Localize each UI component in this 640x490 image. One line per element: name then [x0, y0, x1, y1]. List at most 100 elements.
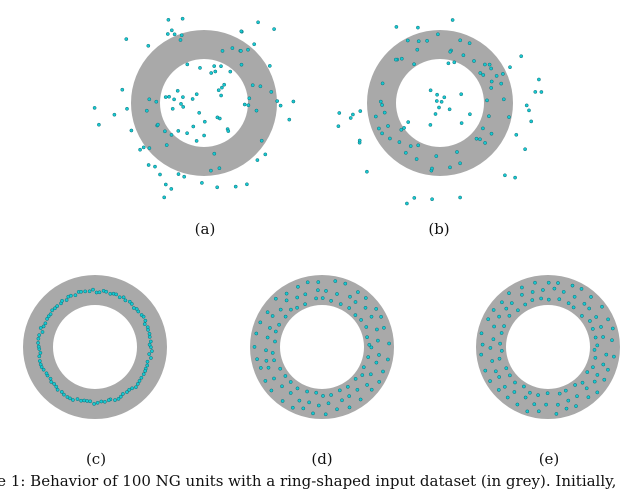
ng-unit-marker [353, 377, 358, 381]
ng-unit-marker [230, 46, 235, 50]
ng-unit-marker [239, 29, 244, 34]
ring-dataset [367, 30, 513, 176]
ng-unit-marker [209, 168, 213, 173]
ng-unit-marker [284, 291, 289, 296]
ng-unit-marker [202, 119, 207, 124]
ng-unit-marker [163, 95, 168, 99]
ng-unit-marker [584, 386, 589, 391]
ng-unit-marker [570, 283, 575, 288]
ng-unit-marker [588, 319, 592, 323]
ng-unit-marker [587, 306, 592, 311]
ng-unit-marker [165, 32, 170, 36]
ng-unit-marker [488, 379, 492, 383]
ng-unit-marker [483, 62, 487, 67]
ng-unit-marker [442, 95, 447, 100]
ng-unit-marker [316, 288, 320, 293]
ng-unit-marker [139, 375, 144, 380]
ng-unit-marker [141, 372, 146, 377]
ng-unit-marker [507, 115, 511, 119]
ng-unit-marker [154, 99, 159, 104]
ng-unit-marker [593, 335, 598, 340]
ng-unit-marker [502, 384, 507, 389]
ng-unit-marker [425, 38, 429, 43]
ng-unit-marker [348, 294, 352, 299]
ng-unit-marker [378, 99, 383, 104]
ng-unit-marker [247, 96, 252, 101]
ng-unit-marker [499, 81, 504, 86]
ng-unit-marker [217, 116, 222, 121]
ng-unit-marker [112, 112, 117, 117]
ng-unit-marker [138, 147, 142, 152]
ng-unit-marker [121, 295, 126, 300]
ng-unit-marker [415, 47, 420, 52]
ng-unit-marker [278, 103, 283, 108]
ng-unit-marker [412, 62, 416, 67]
ng-unit-marker [52, 382, 57, 386]
ng-unit-marker [556, 281, 560, 285]
ng-unit-marker [102, 399, 107, 404]
ng-unit-marker [505, 395, 510, 400]
ng-unit-marker [566, 301, 571, 306]
ng-unit-marker [494, 74, 499, 78]
ng-unit-marker [191, 124, 196, 129]
ng-unit-marker [595, 373, 600, 377]
ng-unit-marker [156, 122, 160, 127]
ng-unit-marker [209, 71, 214, 75]
ng-unit-marker [228, 69, 233, 74]
ng-unit-marker [252, 345, 257, 349]
ng-unit-marker [143, 318, 148, 323]
ng-unit-marker [527, 108, 531, 113]
ng-unit-marker [255, 357, 259, 362]
ng-unit-marker [37, 333, 42, 337]
ng-unit-marker [554, 412, 559, 416]
ng-unit-marker [501, 72, 505, 76]
ng-unit-marker [351, 112, 355, 117]
ng-unit-marker [219, 93, 223, 98]
ng-unit-marker [106, 398, 111, 403]
ng-unit-marker [178, 38, 183, 42]
ng-unit-marker [269, 388, 274, 393]
ng-unit-marker [215, 185, 220, 190]
ng-unit-marker [363, 296, 368, 300]
ng-unit-marker [606, 317, 610, 322]
ng-unit-marker [167, 94, 171, 99]
ng-unit-marker [369, 387, 374, 392]
ng-unit-marker [374, 360, 379, 365]
ng-unit-marker [335, 292, 339, 296]
ng-unit-marker [239, 49, 243, 53]
ng-unit-marker [489, 66, 493, 71]
ng-unit-marker [254, 331, 259, 336]
ng-unit-marker [513, 175, 517, 180]
ng-unit-marker [478, 137, 482, 142]
ng-unit-marker [412, 196, 417, 200]
ng-unit-marker [163, 129, 167, 134]
ng-unit-marker [172, 97, 176, 102]
ng-unit-marker [582, 301, 587, 306]
panel-d-label: (d) [311, 450, 333, 468]
ng-unit-marker [144, 108, 149, 113]
ng-unit-marker [467, 41, 472, 46]
ng-unit-marker [239, 62, 244, 67]
ng-unit-marker [127, 387, 132, 392]
ng-unit-marker [434, 154, 439, 158]
ng-unit-marker [403, 150, 408, 155]
ng-unit-marker [95, 400, 100, 405]
ng-unit-marker [373, 114, 378, 119]
ng-unit-marker [314, 296, 318, 301]
ng-unit-marker [353, 300, 358, 304]
ng-unit-marker [163, 182, 168, 187]
ng-unit-marker [150, 349, 154, 353]
ng-unit-marker [479, 352, 484, 357]
ng-unit-marker [60, 298, 64, 303]
ng-unit-marker [273, 339, 277, 344]
ng-unit-marker [606, 367, 610, 372]
ng-unit-marker [320, 296, 325, 300]
ng-unit-marker [48, 376, 53, 381]
ng-unit-marker [536, 393, 540, 397]
ng-unit-marker [591, 365, 595, 370]
ng-unit-marker [491, 337, 496, 342]
ng-unit-marker [455, 150, 459, 154]
ng-unit-marker [397, 140, 402, 144]
ng-unit-marker [162, 195, 167, 200]
ng-unit-marker [147, 342, 152, 347]
